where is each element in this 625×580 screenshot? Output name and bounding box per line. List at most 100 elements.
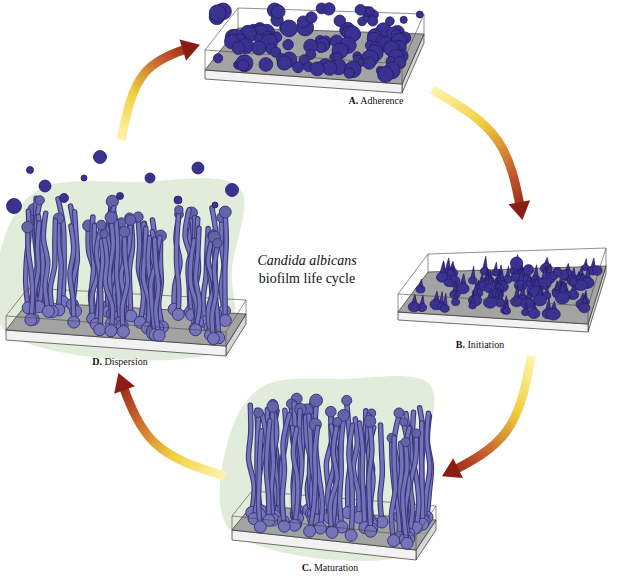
frame-line [588, 248, 606, 306]
frame-line [402, 14, 424, 64]
frame-line [238, 8, 239, 28]
tip-cell [394, 408, 404, 418]
tip-cell [325, 406, 336, 417]
hypha-outline [293, 429, 298, 525]
hypha [196, 228, 200, 329]
hypha [122, 234, 127, 331]
floating-cell [366, 7, 374, 15]
arrowhead [180, 40, 200, 61]
floating-cell [510, 257, 522, 269]
frame-line [606, 248, 607, 266]
yeast-cell [484, 297, 497, 308]
hypha [70, 226, 74, 322]
stage-label: A. Adherence [349, 95, 404, 107]
extracellular-matrix [220, 376, 435, 561]
plate-surface [205, 28, 424, 84]
hypha-outline [50, 221, 55, 312]
yeast-cell [555, 292, 569, 304]
frame-line [205, 8, 238, 50]
tip-cell [364, 415, 376, 427]
frame-line [205, 50, 206, 70]
floating-cell [209, 5, 226, 22]
tip-cell [100, 230, 108, 238]
yeast-cell [416, 286, 425, 294]
arrowhead [114, 373, 135, 394]
yeast-cell [293, 62, 304, 73]
frame-line [232, 491, 252, 516]
dispersed-cell [94, 151, 107, 164]
hypha [225, 215, 226, 320]
hypha [422, 423, 423, 524]
floating-cell [323, 3, 335, 15]
hypha [369, 424, 372, 531]
frame-line [424, 14, 425, 34]
cycle-arrow [121, 45, 200, 140]
yeast-cell [345, 61, 361, 77]
frame-line [226, 332, 227, 346]
hypha [100, 241, 103, 330]
hypha-outline [212, 246, 217, 339]
yeast-cell [283, 39, 294, 50]
mother-cell [117, 326, 129, 338]
yeast-cell [378, 67, 394, 83]
frame-line [398, 294, 399, 312]
hypha-outline [359, 423, 364, 528]
arrowhead [508, 200, 530, 220]
hypha-outline [59, 221, 62, 310]
floating-cell [306, 12, 317, 23]
frame-line [6, 288, 28, 316]
frame-line [428, 254, 429, 272]
mother-cell [25, 314, 37, 326]
tip-cell [35, 196, 44, 205]
frame-line [246, 300, 247, 314]
floating-cell [400, 16, 407, 23]
frame-line [588, 306, 589, 324]
hypha [266, 421, 269, 521]
hypha-outline [380, 425, 382, 522]
mother-cell [42, 305, 54, 317]
center-title-line: Candida albicans [207, 252, 407, 270]
hypha-outline [225, 215, 226, 320]
frame-line [416, 536, 417, 550]
frame-line [232, 516, 416, 536]
hypha [403, 444, 407, 543]
stage-panel: A. Adherence [200, 0, 432, 112]
frame-line [398, 254, 428, 294]
dispersed-cell [117, 193, 124, 200]
hypha [380, 425, 382, 522]
frame-line [226, 300, 246, 332]
yeast-cell [236, 55, 253, 72]
hypha [349, 425, 353, 535]
dispersed-cell [192, 162, 204, 174]
tip-cell [400, 418, 408, 426]
floating-cell [447, 270, 454, 277]
mother-cell [153, 329, 165, 341]
floating-cell [569, 278, 577, 286]
hypha-outline [282, 415, 289, 527]
hypha-outline [330, 424, 337, 532]
yeast-cell [444, 279, 453, 287]
floating-cell [592, 266, 602, 276]
hypha [28, 230, 33, 320]
frame-line [436, 506, 437, 520]
yeast-cell [503, 308, 511, 314]
center-title-line: biofilm life cycle [207, 270, 407, 288]
mother-cell [345, 529, 357, 541]
hypha [43, 213, 48, 311]
floating-cell [271, 5, 285, 19]
yeast-cell [310, 62, 324, 76]
yeast-cell [408, 302, 420, 312]
frame-line [6, 316, 226, 332]
hypha-outline [422, 423, 423, 524]
floating-cell [553, 267, 562, 276]
hypha-outline [176, 212, 178, 315]
hypha [310, 427, 318, 531]
dispersed-cell [226, 184, 239, 197]
tip-cell [105, 211, 117, 223]
hypha-outline [349, 425, 353, 535]
hypha [59, 221, 62, 310]
tip-cell [267, 401, 279, 413]
hypha [282, 415, 289, 527]
